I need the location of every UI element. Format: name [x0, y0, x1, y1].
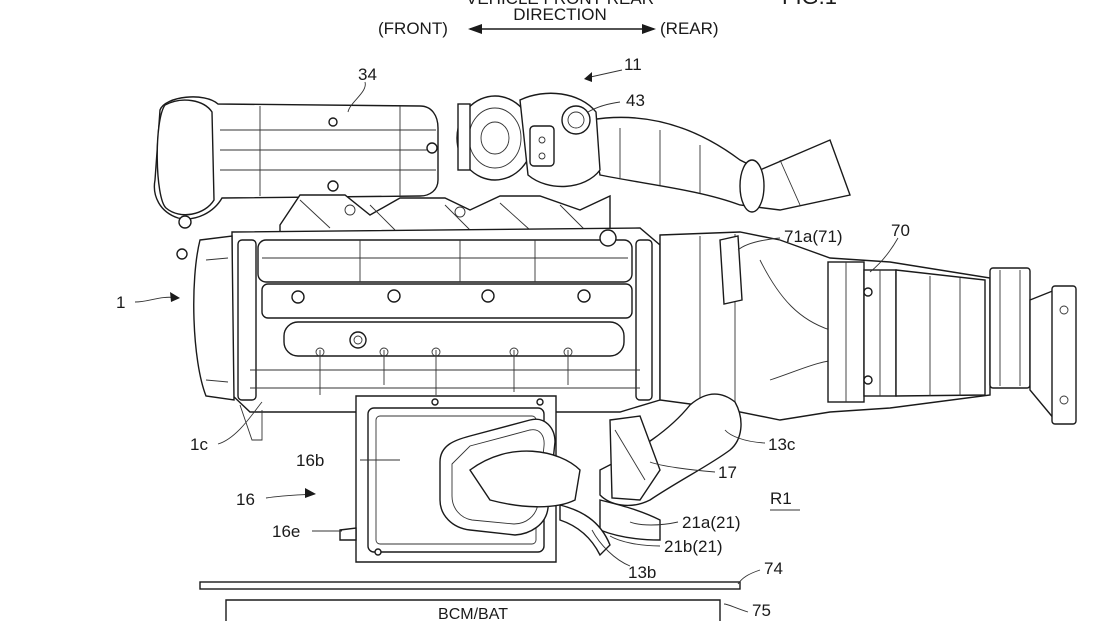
- header-direction: DIRECTION: [513, 5, 607, 24]
- exhaust-manifold: [280, 195, 610, 232]
- label-1c: 1c: [190, 435, 208, 454]
- label-17: 17: [718, 463, 737, 482]
- label-70: 70: [891, 221, 910, 240]
- oil-pan-16: [340, 396, 580, 562]
- label-74: 74: [764, 559, 783, 578]
- label-1: 1: [116, 293, 125, 312]
- label-71a: 71a(71): [784, 227, 843, 246]
- header-rear: (REAR): [660, 19, 719, 38]
- label-34: 34: [358, 65, 377, 84]
- label-21b: 21b(21): [664, 537, 723, 556]
- bcm-bat-label: BCM/BAT: [438, 606, 508, 621]
- turbocharger-11: [457, 93, 600, 186]
- header-front: (FRONT): [378, 19, 448, 38]
- label-16e: 16e: [272, 522, 300, 541]
- label-13c: 13c: [768, 435, 796, 454]
- direction-header: VEHICLE FRONT-REAR DIRECTION (FRONT) (RE…: [378, 0, 837, 38]
- label-R1: R1: [770, 489, 792, 508]
- label-75: 75: [752, 601, 771, 620]
- label-11: 11: [624, 55, 642, 74]
- label-43: 43: [626, 91, 645, 110]
- double-arrow-icon: [468, 24, 656, 34]
- label-21a: 21a(21): [682, 513, 741, 532]
- exhaust-pipe: [590, 117, 850, 212]
- figure-number: FIG.1: [782, 0, 837, 9]
- bcm-bat-box-75: BCM/BAT: [226, 600, 720, 621]
- label-16: 16: [236, 490, 255, 509]
- floor-panel-74: [200, 582, 740, 589]
- label-16b: 16b: [296, 451, 324, 470]
- label-13b: 13b: [628, 563, 656, 582]
